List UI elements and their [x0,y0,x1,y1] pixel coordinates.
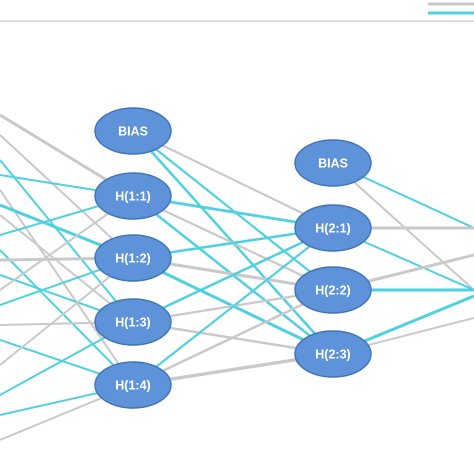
legend-fragment [0,2,474,22]
hidden-node-1-4: H(1:4) [94,361,172,409]
connection-bias1-h22 [132,130,334,291]
connection-bias1-h21 [132,130,334,229]
node-label: BIAS [118,125,148,139]
hidden-node-2-2: H(2:2) [294,266,372,314]
node-label: H(2:1) [315,222,350,236]
connection-h14-h21 [132,227,334,386]
hidden-node-1-3: H(1:3) [94,298,172,346]
node-label: H(1:1) [115,190,150,204]
node-label: BIAS [318,157,348,171]
connection-h14-h22 [132,288,334,387]
hidden-node-2-1: H(2:1) [294,204,372,252]
node-label: H(2:3) [315,348,350,362]
bias-node-layer-2: BIAS [294,139,372,187]
hidden-node-1-1: H(1:1) [94,172,172,220]
node-label: H(1:2) [115,252,150,266]
node-label: H(1:4) [115,379,150,393]
hidden-node-2-3: H(2:3) [294,330,372,378]
connection-h13-h21 [132,226,334,324]
hidden-node-1-2: H(1:2) [94,234,172,282]
node-label: H(1:3) [115,316,150,330]
output-connections [332,162,474,356]
bias-node-layer-1: BIAS [94,107,172,155]
node-label: H(2:2) [315,284,350,298]
